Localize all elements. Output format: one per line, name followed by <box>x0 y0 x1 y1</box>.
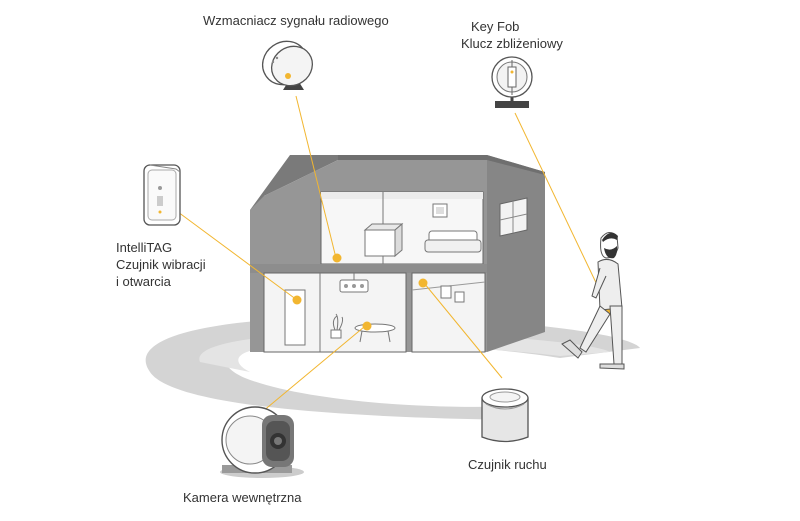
sensor-markers <box>292 253 614 331</box>
intellitag-icon <box>143 164 181 226</box>
keyfob-label-2: Klucz zbliżeniowy <box>461 36 563 51</box>
keyfob-label-1: Key Fob <box>471 19 520 34</box>
intellitag-label-2: Czujnik wibracji <box>116 257 206 272</box>
motion-sensor-icon <box>481 388 529 443</box>
camera-icon <box>220 406 304 478</box>
camera-label: Kamera wewnętrzna <box>183 490 302 505</box>
motion-marker <box>418 278 428 288</box>
person-icon <box>561 232 625 370</box>
leader-lines <box>177 95 611 413</box>
intellitag-marker <box>292 295 302 305</box>
camera-marker <box>362 321 372 331</box>
repeater-marker <box>332 253 342 263</box>
house-icon <box>250 155 545 353</box>
repeater-label: Wzmacniacz sygnału radiowego <box>203 13 389 28</box>
intellitag-label-3: i otwarcia <box>116 274 171 289</box>
motion-label: Czujnik ruchu <box>468 457 547 472</box>
repeater-icon <box>261 40 314 90</box>
keyfob-icon <box>491 56 533 108</box>
intellitag-label-1: IntelliTAG <box>116 240 173 255</box>
